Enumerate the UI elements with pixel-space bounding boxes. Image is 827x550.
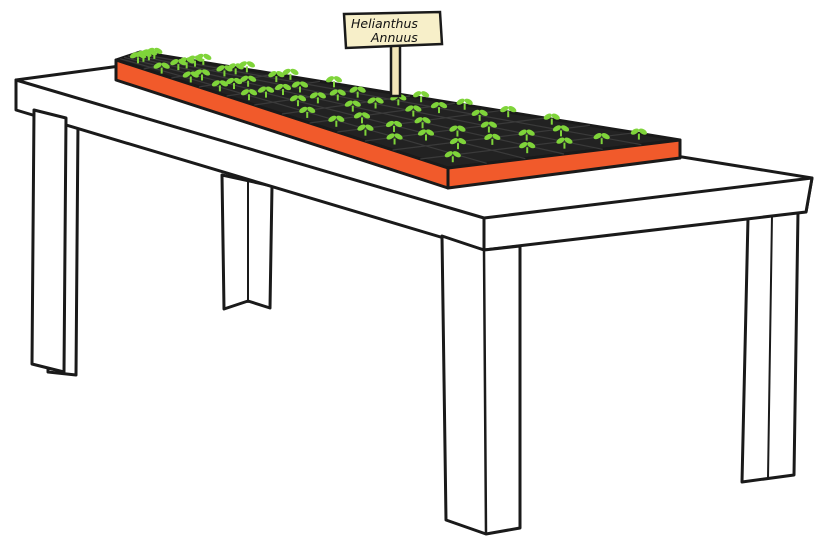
seedling-icon [552,125,570,137]
seedling-icon [238,61,255,73]
seedling-icon [328,115,345,127]
seedling-icon [456,98,473,110]
seedling-icon [193,69,211,81]
plant-label-icon [342,10,444,50]
seedling-icon [240,89,258,101]
seedling-icon [153,62,170,74]
seedling-icon [556,137,573,149]
seedling-icon [268,71,285,83]
seedling-icon [274,83,292,96]
seedling-icon [211,80,228,92]
seedling-icon [518,129,535,141]
seedling-icon [282,68,299,80]
seedling-icon [257,86,275,98]
seedling-icon [593,133,610,145]
table-right-edge [482,176,814,252]
seedling-icon [367,97,384,109]
seedling-icon [291,81,309,93]
sign-line-1: Helianthus [351,16,418,31]
seedling-icon [390,94,407,106]
table-leg-front-left [30,108,68,374]
seedling-icon [519,142,536,154]
seedling-icon [449,125,466,137]
seedling-icon [357,124,374,136]
seedling-icon [344,100,361,112]
seedling-icon [413,91,430,103]
seedling-icon [325,76,343,88]
seedling-icon [225,77,243,90]
plant-label-sign: Helianthus Annuus [342,10,444,98]
seedling-icon [146,47,163,59]
seedling-icon [484,133,501,145]
sign-line-2: Annuus [370,30,418,45]
tray-grid-line [123,56,526,160]
seedling-icon [405,105,422,117]
seedling-icon [471,109,488,121]
seedlings [129,47,647,163]
seedling-icon [444,151,461,163]
seedling-icon [289,95,307,107]
seedling-icon [353,112,371,124]
seedling-icon [386,133,403,145]
seedling-icon [630,128,647,140]
seedling-icon [449,138,467,150]
plant-label-stake [389,42,402,98]
seedling-icon [480,121,497,133]
seedling-icon [500,106,517,118]
seedling-icon [385,120,403,132]
seedling-icon [417,129,435,141]
seedling-icon [349,86,366,98]
seedling-icon [430,102,448,114]
table-leg-front-main [440,234,522,536]
seedling-icon [414,117,431,129]
seedling-icon [309,92,326,104]
seedling-icon [240,75,257,87]
seedling-icon [543,113,560,125]
seedling-icon [329,89,346,101]
seedling-icon [299,106,316,118]
seedling-icon [195,53,212,65]
